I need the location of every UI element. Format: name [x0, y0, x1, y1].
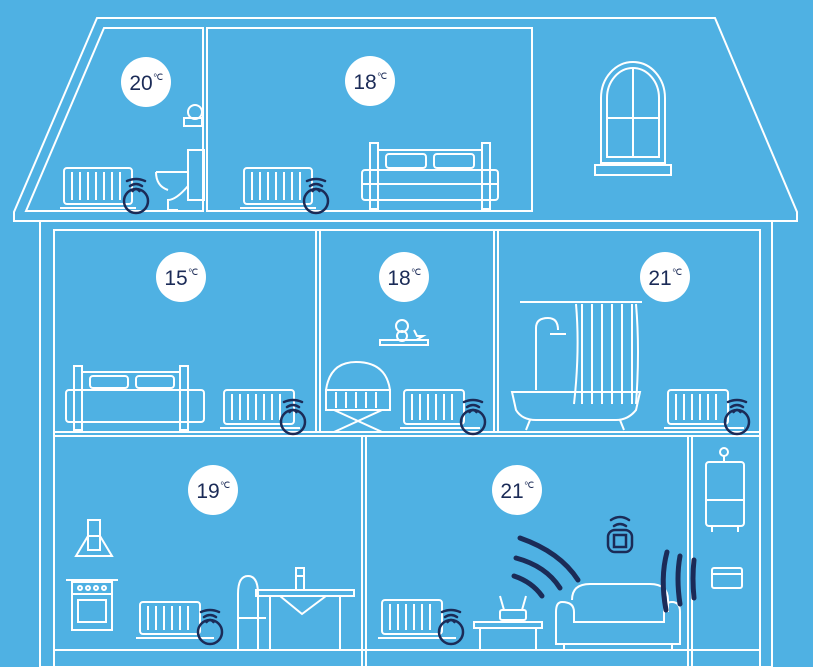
temperature-unit: ℃: [411, 267, 421, 277]
temperature-value: 18: [387, 267, 410, 290]
sofa-icon: [555, 583, 681, 650]
temperature-unit: ℃: [188, 267, 198, 277]
temperature-value: 21: [500, 480, 523, 503]
radiator-icon: [378, 599, 456, 639]
radiator-icon: [220, 389, 300, 429]
bed-icon: [361, 142, 499, 210]
attic-right-room: [206, 27, 533, 212]
wifi-router-icon: [499, 595, 527, 621]
wireless-sensor-icon: [196, 608, 224, 646]
roof-outline: [13, 17, 798, 222]
temperature-badge-nursery: 18 ℃: [379, 252, 429, 302]
dining-table-icon: [237, 567, 355, 650]
temperature-badge-kitchen: 19 ℃: [188, 465, 238, 515]
radiator-icon: [240, 167, 316, 209]
wireless-sensor-icon: [437, 608, 465, 646]
sensors-layer: [122, 177, 751, 646]
temperature-unit: ℃: [220, 480, 230, 490]
wireless-sensor-icon: [122, 177, 150, 215]
house-outline: [13, 17, 798, 667]
house-inner-wall: [53, 229, 761, 667]
temperature-badge-attic-bathroom: 20 ℃: [121, 57, 171, 107]
temperature-unit: ℃: [153, 72, 163, 82]
cooker-hood-icon: [74, 519, 114, 557]
bathtub-shower-icon: [510, 301, 642, 431]
wireless-sensor-icon: [279, 398, 307, 436]
signal-waves-icon: [511, 535, 697, 613]
temperature-badge-bathroom: 21 ℃: [640, 252, 690, 302]
stove-icon: [66, 579, 118, 631]
temperature-unit: ℃: [377, 71, 387, 81]
temperature-badge-attic-bedroom: 18 ℃: [345, 56, 395, 106]
temperature-value: 19: [196, 480, 219, 503]
radiator-icon: [60, 167, 136, 209]
bed-icon: [65, 365, 205, 431]
boiler-icon: [705, 447, 745, 532]
arched-window-icon: [594, 61, 672, 176]
temperature-value: 18: [353, 71, 376, 94]
wireless-sensor-icon: [459, 398, 487, 436]
toilet-icon: [155, 104, 205, 211]
shelf-with-toys-icon: [379, 319, 429, 346]
thermostat-icon: [606, 515, 634, 554]
crib-icon: [325, 360, 391, 433]
house-body: [39, 220, 773, 667]
temperature-unit: ℃: [524, 480, 534, 490]
temperature-badges: 20 ℃ 18 ℃ 15 ℃ 18 ℃ 21 ℃ 19 ℃: [121, 56, 690, 515]
radiator-icon: [400, 389, 480, 429]
temperature-value: 21: [648, 267, 671, 290]
temperature-value: 20: [129, 72, 152, 95]
radiator-icon: [664, 389, 744, 429]
side-table-icon: [473, 621, 543, 650]
temperature-unit: ℃: [672, 267, 682, 277]
wireless-sensor-icon: [302, 177, 330, 215]
temperature-value: 15: [164, 267, 187, 290]
temperature-badge-living-room: 21 ℃: [492, 465, 542, 515]
temperature-badge-master-bedroom: 15 ℃: [156, 252, 206, 302]
control-box-icon: [711, 567, 743, 589]
wireless-sensor-icon: [723, 398, 751, 436]
